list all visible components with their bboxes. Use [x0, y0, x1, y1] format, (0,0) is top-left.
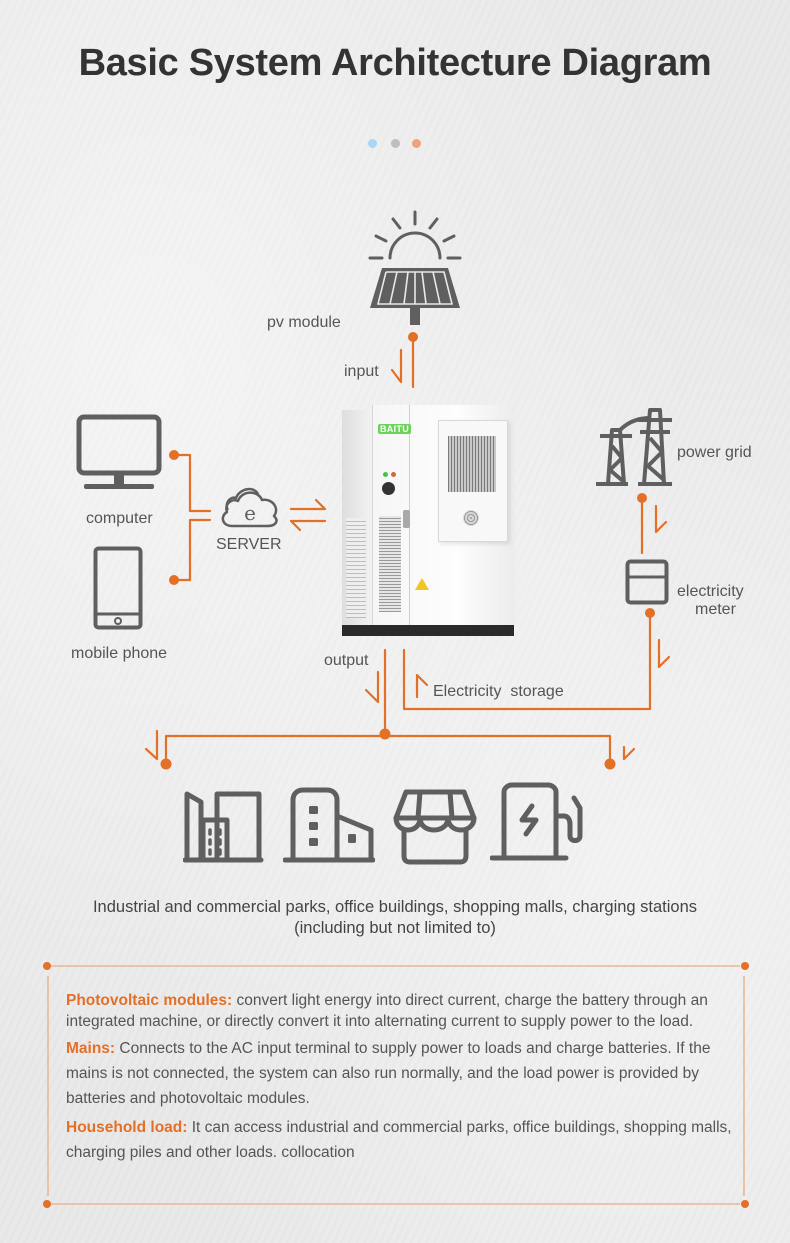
ac-vent: [448, 436, 496, 492]
storage-label: Electricity storage: [433, 683, 564, 700]
connector-lines: [144, 332, 671, 770]
pv-node: [408, 332, 418, 342]
left-load-node: [160, 758, 172, 770]
desc-pv-key: Photovoltaic modules:: [66, 992, 233, 1009]
frame-corner-dot: [43, 1200, 51, 1208]
front-vent: [379, 516, 401, 612]
energy-storage-cabinet: BAITU: [342, 400, 516, 638]
desc-load-key: Household load:: [66, 1119, 188, 1136]
input-label: input: [344, 363, 379, 380]
server-label: SERVER: [216, 536, 282, 553]
loads-caption-line2: (including but not limited to): [294, 919, 496, 937]
loads-caption-line1: Industrial and commercial parks, office …: [92, 898, 698, 916]
meter-arrow: [657, 638, 671, 669]
computer-connector: [172, 453, 212, 513]
meter-storage-line: [402, 611, 652, 711]
phone-connector: [172, 518, 212, 582]
frame-corner-dot: [741, 962, 749, 970]
desc-pv: Photovoltaic modules: convert light ener…: [66, 990, 746, 1032]
description-frame: [43, 962, 749, 1208]
desc-mains: Mains: Connects to the AC input terminal…: [66, 1036, 746, 1111]
cabinet-base: [342, 625, 514, 636]
door-handle: [403, 510, 410, 528]
mobile-phone-label: mobile phone: [71, 645, 168, 662]
desc-mains-text: Connects to the AC input terminal to sup…: [66, 1040, 711, 1107]
indicator-dot-orange: [412, 139, 421, 148]
warning-sign: [415, 578, 429, 590]
computer-label: computer: [86, 510, 153, 527]
meter-label-line1: electricity: [677, 583, 744, 600]
indicator-dot-blue: [368, 139, 377, 148]
storage-arrow: [415, 673, 429, 699]
page-title: Basic System Architecture Diagram: [78, 42, 712, 84]
charging-station-icon: [490, 782, 583, 861]
solar-panel-icon: [368, 210, 462, 325]
description-text: Photovoltaic modules: convert light ener…: [66, 990, 746, 1169]
cabinet-brand-logo: BAITU: [378, 424, 411, 434]
indicator-light-green: [383, 472, 388, 477]
storefront-icon: [393, 789, 477, 865]
phone-node: [169, 575, 179, 585]
city-buildings-icon: [183, 791, 264, 863]
desc-mains-key: Mains:: [66, 1040, 116, 1057]
output-label: output: [324, 652, 369, 669]
meter-label-line2: meter: [695, 601, 736, 618]
mobile-phone-icon: [93, 546, 143, 630]
electricity-meter-icon: [625, 559, 669, 605]
ac-fan: [463, 510, 479, 526]
input-arrow: [390, 348, 403, 384]
distribution-bar: [164, 734, 612, 766]
grid-node: [637, 493, 647, 503]
power-tower-icon: [596, 408, 672, 486]
output-node: [379, 728, 391, 740]
indicator-light-red: [391, 472, 396, 477]
cloud-server-icon: e: [221, 487, 278, 528]
output-arrow: [364, 670, 380, 704]
computer-node: [169, 450, 179, 460]
cabinet-side-vent: [346, 518, 366, 618]
desc-pv-text: convert light energy into direct current…: [66, 992, 708, 1030]
frame-corner-dot: [43, 962, 51, 970]
left-load-arrow: [144, 729, 159, 761]
server-arrow-left: [289, 519, 327, 532]
grid-arrow: [654, 504, 668, 534]
power-grid-label: power grid: [677, 444, 752, 461]
svg-text:e: e: [244, 501, 256, 525]
meter-node: [645, 608, 655, 618]
emergency-switch: [382, 482, 395, 495]
right-load-node: [604, 758, 616, 770]
pv-module-label: pv module: [267, 314, 341, 331]
desc-load-text: It can access industrial and commercial …: [66, 1119, 732, 1161]
monitor-icon: [76, 414, 162, 489]
server-arrow-right: [289, 498, 327, 511]
right-load-arrow: [622, 745, 636, 761]
loads-caption: Industrial and commercial parks, office …: [0, 897, 790, 939]
desc-load: Household load: It can access industrial…: [66, 1115, 746, 1165]
office-building-icon: [283, 787, 375, 863]
frame-corner-dot: [741, 1200, 749, 1208]
indicator-dot-gray: [391, 139, 400, 148]
